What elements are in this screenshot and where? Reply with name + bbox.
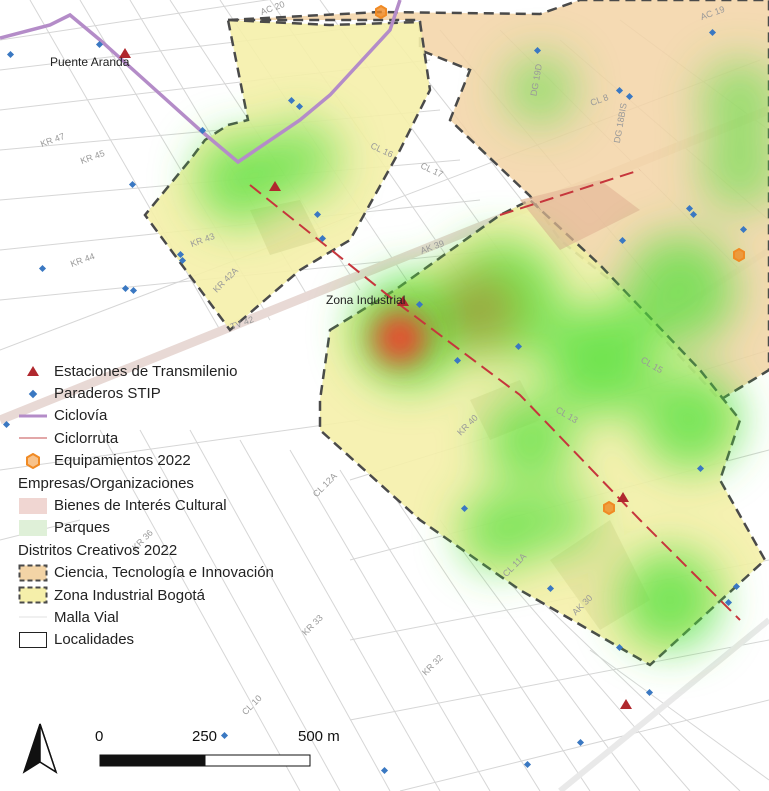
scale-tick-500: 500 m bbox=[298, 728, 340, 745]
legend-item-ciclovia: Ciclovía bbox=[18, 405, 348, 427]
scale-bar-graphic bbox=[99, 754, 311, 767]
legend-item-malla-vial: Malla Vial bbox=[18, 606, 348, 628]
place-label-zona-industrial: Zona Industrial bbox=[326, 293, 406, 307]
hexagon-icon bbox=[18, 451, 48, 471]
legend-item-localidades: Localidades bbox=[18, 629, 348, 651]
legend-item-bic: Bienes de Interés Cultural bbox=[18, 494, 348, 516]
legend-item-zona: Zona Industrial Bogotá bbox=[18, 584, 348, 606]
legend-group-title-distritos: Distritos Creativos 2022 bbox=[18, 541, 178, 559]
legend-item-equipamientos: Equipamientos 2022 bbox=[18, 450, 348, 472]
swatch-icon bbox=[18, 630, 48, 650]
line-icon bbox=[18, 406, 48, 426]
legend-item-stip: Paraderos STIP bbox=[18, 382, 348, 404]
legend-item-transmilenio: Estaciones de Transmilenio bbox=[18, 360, 348, 382]
scale-tick-0: 0 bbox=[95, 728, 104, 745]
legend-item-ciclorruta: Ciclorruta bbox=[18, 427, 348, 449]
triangle-icon bbox=[18, 361, 48, 381]
legend-group-title-empresas: Empresas/Organizaciones bbox=[18, 474, 194, 492]
swatch-icon bbox=[18, 563, 48, 583]
scale-tick-250: 250 bbox=[192, 728, 218, 745]
line-icon bbox=[18, 428, 48, 448]
diamond-icon bbox=[18, 384, 48, 404]
ciclorruta-line bbox=[249, 184, 741, 621]
legend-item-ciencia: Ciencia, Tecnología e Innovación bbox=[18, 562, 348, 584]
map-legend: Estaciones de Transmilenio Paraderos STI… bbox=[18, 360, 348, 651]
stip-stops bbox=[2, 28, 748, 775]
place-label-puente-aranda: Puente Aranda bbox=[50, 55, 130, 69]
transmilenio-stations bbox=[119, 48, 632, 709]
heatmap bbox=[195, 55, 769, 650]
equipamientos-points bbox=[375, 4, 745, 516]
north-arrow-icon bbox=[22, 723, 58, 774]
legend-item-parques: Parques bbox=[18, 517, 348, 539]
scale-bar: 0 250 500 m bbox=[20, 722, 350, 782]
swatch-icon bbox=[18, 585, 48, 605]
heat-hotspot bbox=[372, 310, 428, 366]
line-icon bbox=[18, 607, 48, 627]
swatch-icon bbox=[18, 496, 48, 516]
swatch-icon bbox=[18, 518, 48, 538]
